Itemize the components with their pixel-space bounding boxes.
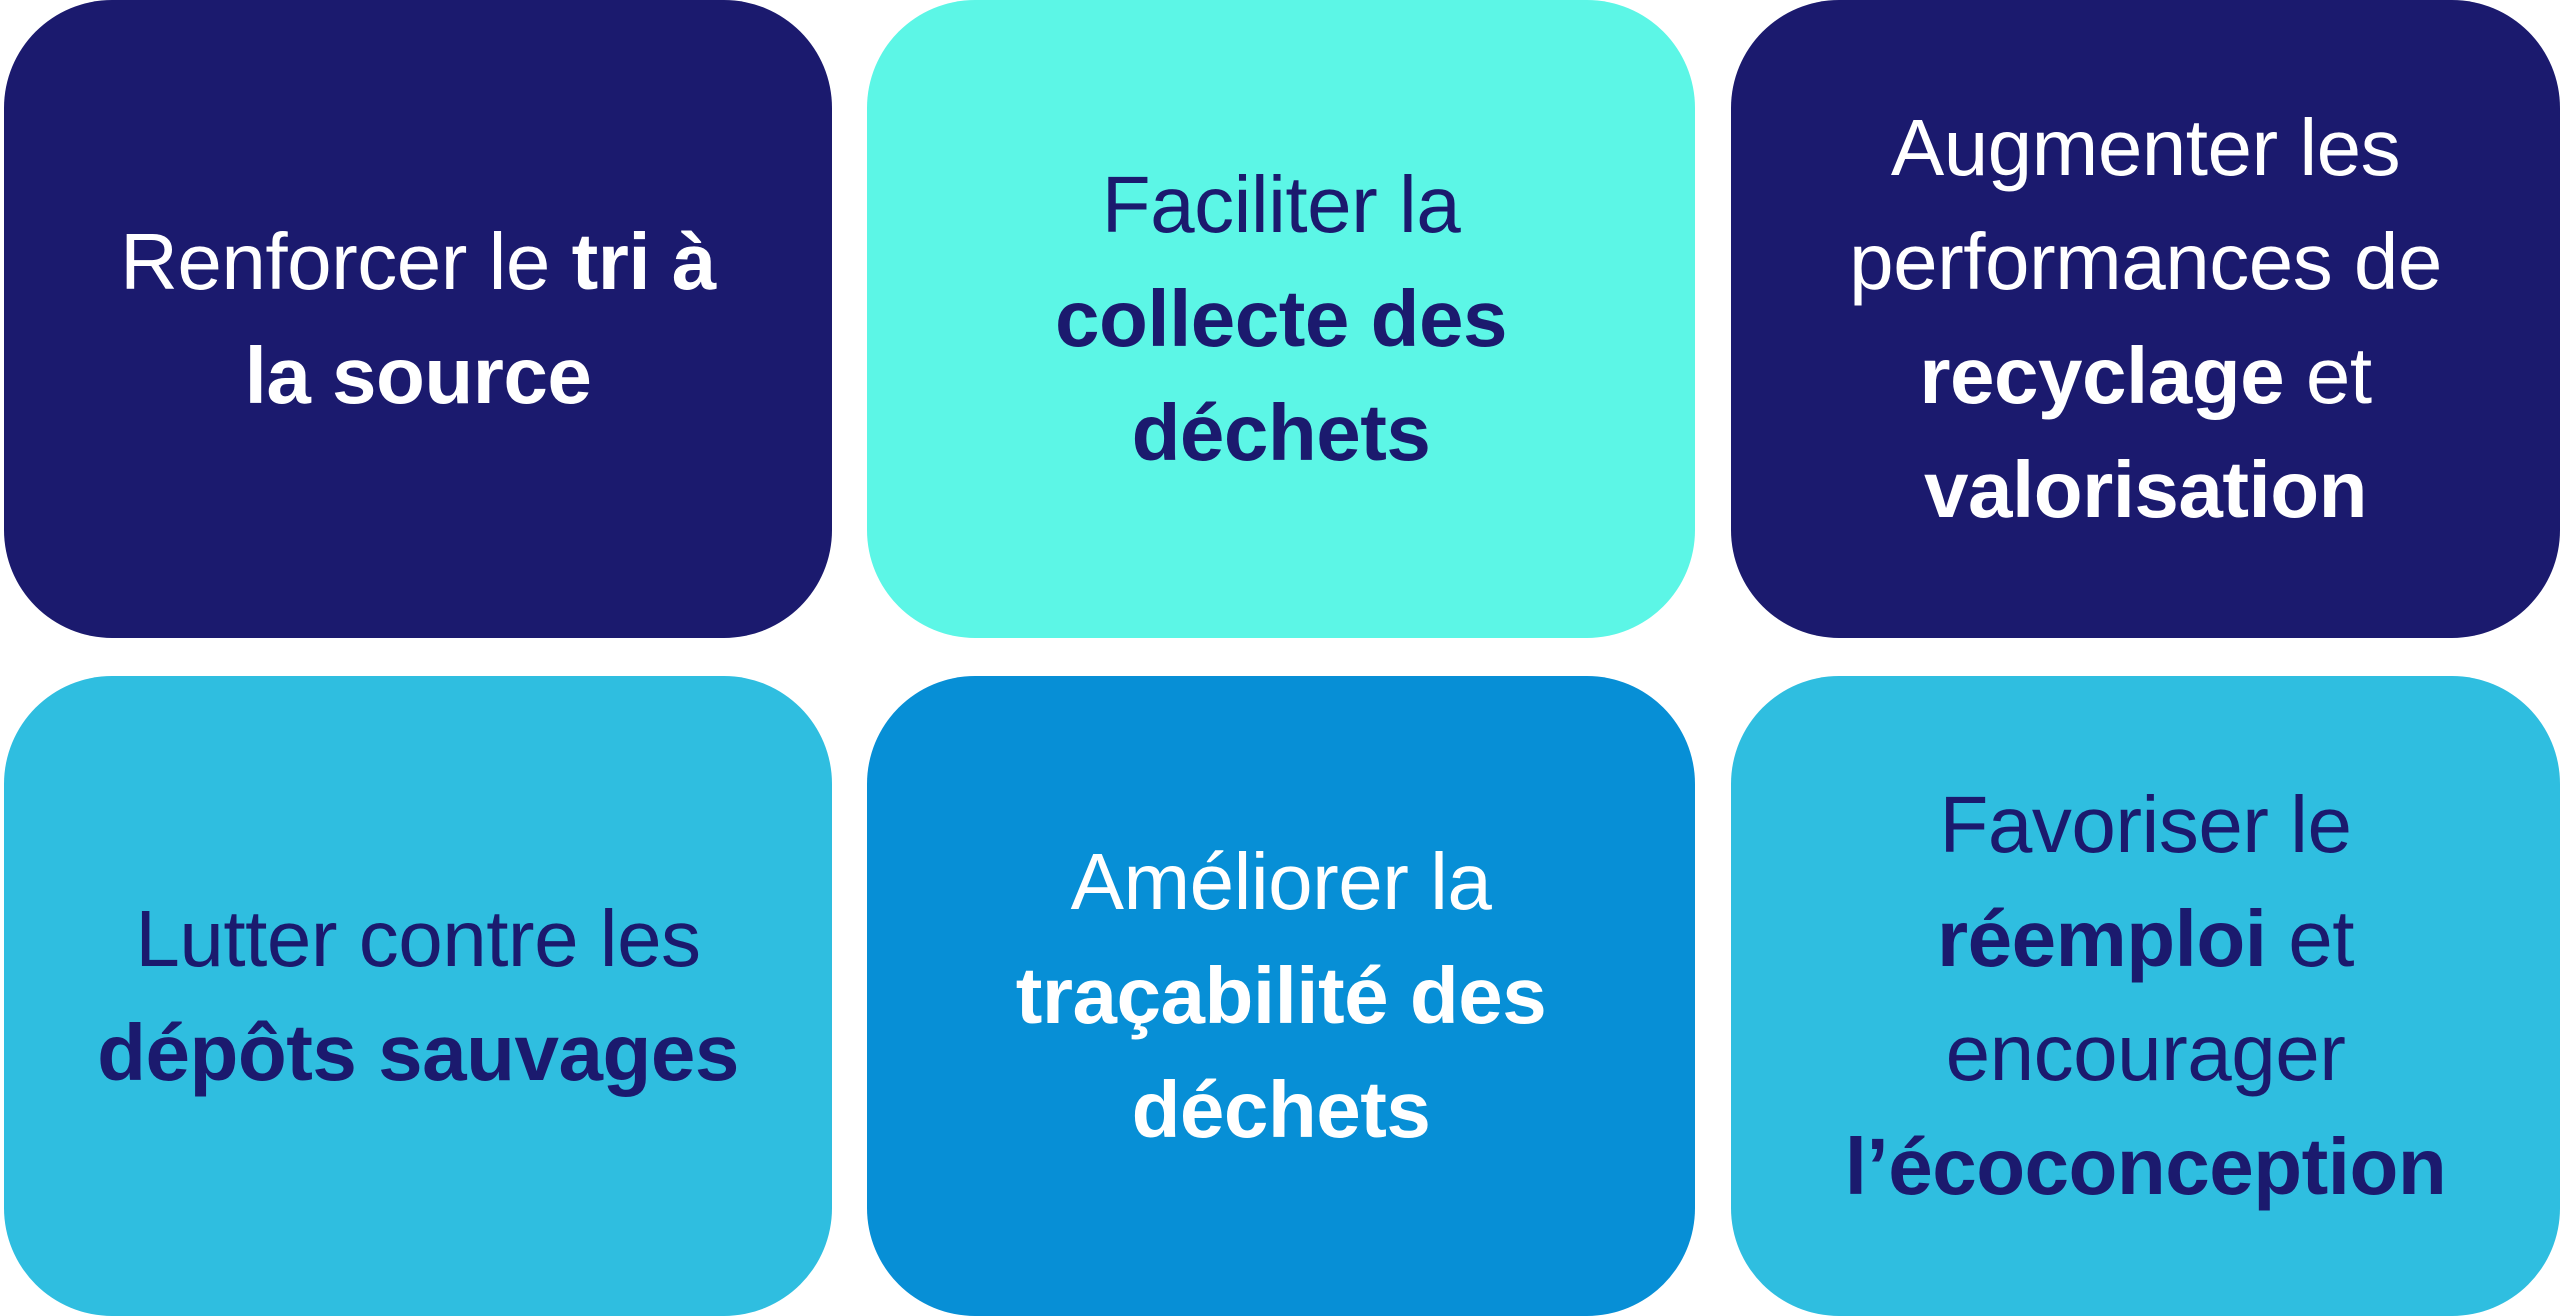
card-text-emphasis: collecte des — [1054, 274, 1508, 363]
card-text-emphasis: réemploi — [1937, 894, 2267, 983]
card-text: Renforcer le tri à la source — [120, 205, 716, 433]
card-text-emphasis: tri à — [571, 217, 717, 306]
card-text-run: Améliorer la — [1070, 837, 1492, 926]
card-text-emphasis: l’écoconception — [1844, 1122, 2447, 1211]
card-text: Faciliter la collecte des déchets — [1054, 148, 1508, 490]
card-text-emphasis: traçabilité des — [1015, 951, 1547, 1040]
card-text-run: Lutter contre les — [135, 894, 701, 983]
card-text-emphasis: valorisation — [1923, 445, 2368, 534]
card-text-run: Faciliter la — [1101, 160, 1461, 249]
card-text-emphasis: déchets — [1131, 1065, 1431, 1154]
card-text: Améliorer la traçabilité des déchets — [1016, 825, 1547, 1167]
card-text-run: encourager — [1945, 1008, 2346, 1097]
card-text-run: Favoriser le — [1939, 780, 2352, 869]
card-text-emphasis: recyclage — [1919, 331, 2285, 420]
card-depots-sauvages: Lutter contre les dépôts sauvages — [4, 676, 832, 1316]
card-recyclage-valorisation: Augmenter les performances de recyclage et… — [1731, 0, 2560, 638]
card-text-run: et — [2284, 331, 2372, 420]
card-text-emphasis: la source — [244, 331, 592, 420]
card-text-run: et — [2266, 894, 2354, 983]
card-reemploi-ecoconception: Favoriser le réemploi et encourager l’écoco… — [1731, 676, 2560, 1316]
card-text: Augmenter les performances de recyclage et… — [1849, 91, 2442, 547]
card-text: Favoriser le réemploi et encourager l’écoco… — [1844, 768, 2447, 1224]
card-text-run: performances de — [1849, 217, 2442, 306]
card-collecte-dechets: Faciliter la collecte des déchets — [867, 0, 1695, 638]
card-tracabilite-dechets: Améliorer la traçabilité des déchets — [867, 676, 1695, 1316]
card-tri-source: Renforcer le tri à la source — [4, 0, 832, 638]
card-text-run: Renforcer le — [120, 217, 572, 306]
card-text-run: Augmenter les — [1890, 103, 2401, 192]
card-text: Lutter contre les dépôts sauvages — [97, 882, 739, 1110]
card-text-emphasis: déchets — [1131, 388, 1431, 477]
card-text-emphasis: dépôts sauvages — [97, 1008, 739, 1097]
